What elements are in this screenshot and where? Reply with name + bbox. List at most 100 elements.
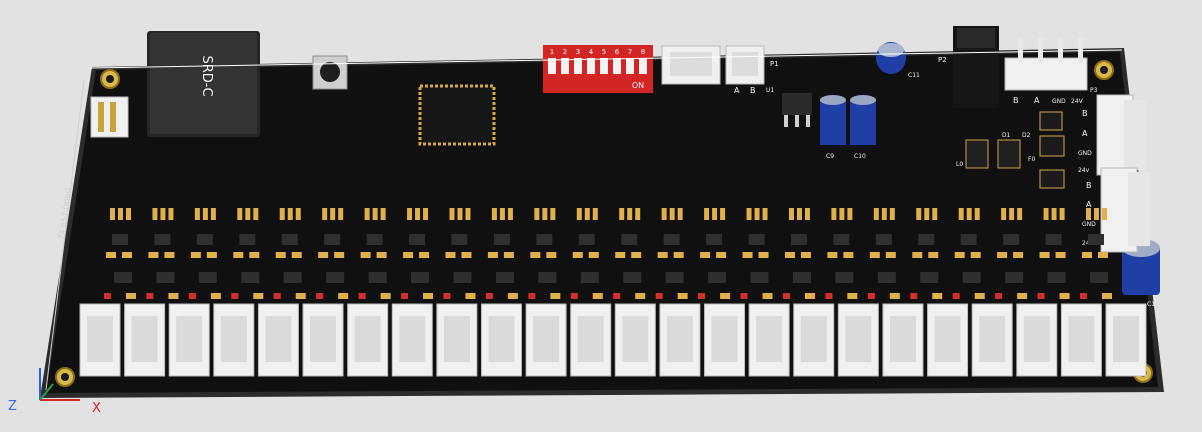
output-connector — [1060, 303, 1102, 377]
p3-pin-b: B — [1013, 96, 1019, 105]
transistor — [835, 272, 854, 283]
label-conn-b: B — [750, 86, 756, 95]
resistor — [669, 208, 675, 220]
pad — [148, 252, 159, 258]
connector-cavity — [1113, 316, 1139, 362]
resistor — [788, 208, 794, 220]
pad — [762, 293, 773, 299]
label-f0: F0 — [1028, 156, 1035, 163]
transistor — [1045, 234, 1062, 245]
transistor — [790, 234, 807, 245]
pad — [997, 252, 1008, 258]
output-connector — [124, 303, 166, 377]
pad — [720, 293, 731, 299]
dip-number: 8 — [641, 48, 645, 56]
transistor — [409, 234, 426, 245]
pad — [376, 252, 387, 258]
pad — [1082, 252, 1092, 258]
resistor — [449, 208, 455, 220]
resistor — [210, 208, 216, 220]
dip-knob — [613, 58, 621, 74]
pad — [1102, 293, 1112, 299]
pad — [885, 252, 896, 258]
pad — [615, 252, 626, 258]
output-connector — [971, 303, 1013, 377]
transistor — [706, 234, 723, 245]
axes-gizmo: Z X — [8, 368, 101, 416]
output-connector — [79, 303, 121, 377]
label-c1: C1 — [1147, 301, 1155, 308]
led — [698, 293, 706, 299]
pad — [233, 252, 244, 258]
dip-knob — [574, 58, 582, 74]
channel — [443, 208, 476, 299]
pad — [507, 293, 518, 299]
led — [825, 293, 833, 299]
transistor — [368, 272, 387, 283]
pad — [318, 252, 329, 258]
led — [740, 293, 748, 299]
transistor — [792, 272, 811, 283]
pad — [932, 293, 943, 299]
resistor — [831, 208, 837, 220]
output-connector — [927, 303, 969, 377]
label-d1: D1 — [1002, 132, 1011, 139]
resistor — [550, 208, 556, 220]
regulator-u1: U1 — [766, 87, 812, 127]
dip-number: 1 — [550, 48, 554, 56]
led — [910, 293, 918, 299]
connector-cavity — [443, 316, 470, 362]
resistor — [592, 208, 598, 220]
resistor — [635, 208, 641, 220]
pad — [588, 252, 599, 258]
transistor — [663, 234, 680, 245]
led — [316, 293, 324, 299]
pad — [295, 293, 306, 299]
dip-number: 4 — [589, 48, 594, 56]
connector-cavity — [176, 316, 203, 362]
led — [231, 293, 239, 299]
led — [188, 293, 196, 299]
output-connectors — [79, 303, 1147, 377]
resistor — [245, 208, 251, 220]
transistor — [920, 272, 939, 283]
pad — [631, 252, 642, 258]
pad — [465, 293, 476, 299]
transistor — [324, 234, 341, 245]
led — [952, 293, 960, 299]
dip-knob — [561, 58, 569, 74]
label-c10: C10 — [854, 153, 866, 160]
resistor — [372, 208, 378, 220]
transistor — [114, 272, 132, 283]
mcu-chip — [418, 84, 496, 146]
side-top-gnd: GND — [1078, 150, 1092, 157]
pad — [928, 252, 939, 258]
resistor — [457, 208, 463, 220]
p3-pin-gnd: GND — [1052, 98, 1066, 105]
capacitor-c9: C9 — [820, 95, 846, 160]
resistor — [237, 208, 243, 220]
pad — [530, 252, 541, 258]
output-connector — [213, 303, 255, 377]
pad — [1059, 293, 1070, 299]
pad — [334, 252, 345, 258]
transistor — [960, 234, 977, 245]
transistor — [239, 234, 256, 245]
resistor — [804, 208, 810, 220]
relay: SRD-C — [147, 31, 260, 137]
connector-cavity — [934, 316, 961, 362]
pad — [338, 293, 349, 299]
output-connector — [391, 303, 433, 377]
transistor — [578, 234, 595, 245]
channel — [104, 208, 136, 299]
pad — [970, 252, 981, 258]
resistor — [1001, 208, 1007, 220]
transistor — [877, 272, 896, 283]
channel — [698, 208, 731, 299]
dip-number: 7 — [628, 48, 632, 56]
transistor — [281, 234, 298, 245]
transistor — [1005, 272, 1024, 283]
pad — [546, 252, 557, 258]
connector-cavity — [889, 316, 916, 362]
